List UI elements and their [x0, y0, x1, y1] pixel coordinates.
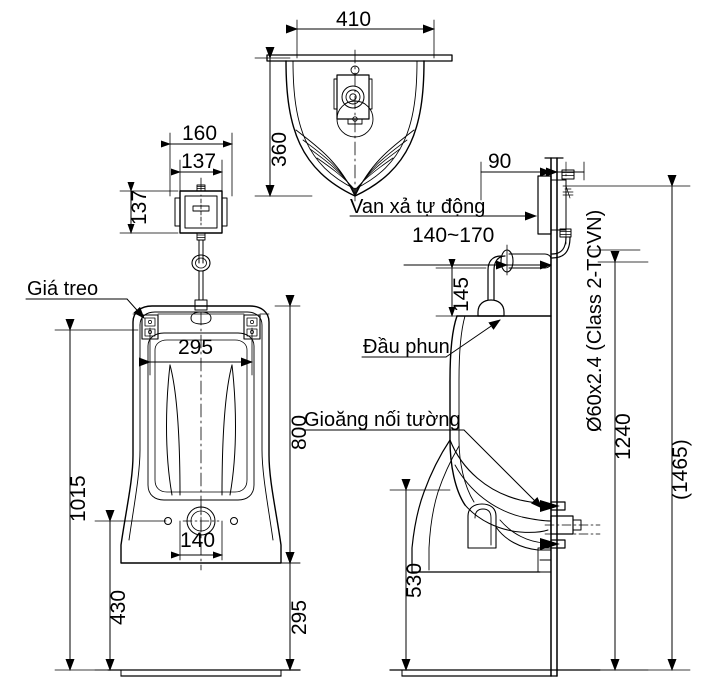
- dim-label-295-base: 295: [288, 599, 311, 635]
- dim-label-1465: (1465): [669, 439, 692, 500]
- dim-label-145: 145: [450, 276, 473, 312]
- dim-label-530: 530: [403, 562, 426, 598]
- dim-140: [171, 520, 223, 561]
- dim-label-140: 140: [180, 529, 216, 552]
- dim-295-base: [280, 552, 301, 671]
- callout-wall-gasket: Gioăng nối tường: [304, 409, 461, 431]
- side-valve-assembly: [537, 169, 575, 238]
- dim-label-1240: 1240: [612, 413, 635, 460]
- floor-line-front: [107, 669, 301, 677]
- front-view-geometry: [120, 305, 282, 564]
- leader-wall-gasket: [302, 429, 543, 509]
- callout-hanging-bracket: Giá treo: [27, 278, 99, 300]
- dim-160: [161, 132, 233, 197]
- outlet-centerline: [544, 524, 601, 535]
- dim-label-140-170: 140~170: [412, 224, 495, 247]
- spray-supply-pipe: [477, 236, 571, 317]
- side-bowl-profile: [411, 315, 552, 573]
- dim-140-170: [403, 244, 552, 276]
- dim-430: [94, 510, 167, 671]
- dim-label-1015: 1015: [67, 475, 90, 522]
- wall-section: [550, 157, 558, 677]
- dim-530: [389, 479, 451, 671]
- floor-line-side: [389, 669, 601, 677]
- dim-label-430: 430: [107, 589, 130, 625]
- dim-360: [254, 47, 313, 197]
- leader-spray-head: [361, 319, 501, 358]
- dim-label-360: 360: [268, 131, 291, 167]
- dim-90: [480, 157, 585, 201]
- dim-295-width: [139, 327, 253, 376]
- dim-label-160: 160: [182, 122, 218, 145]
- dim-145: [435, 259, 487, 317]
- dim-label-410: 410: [336, 8, 372, 31]
- drain-centerlines: [182, 504, 220, 539]
- callout-auto-flush-valve: Van xả tự động: [350, 196, 486, 218]
- dim-1465: [562, 175, 691, 671]
- callout-spray-head: Đầu phun: [363, 336, 450, 358]
- callout-pipe-spec: Ø60x2.4 (Class 2-TCVN): [584, 209, 606, 432]
- dim-label-137-height: 137: [128, 189, 151, 225]
- plan-view-geometry: [266, 54, 453, 197]
- dim-label-137-width: 137: [181, 150, 217, 173]
- dim-137-height: [119, 182, 179, 234]
- dim-label-90: 90: [488, 150, 512, 173]
- dim-410: [286, 19, 435, 59]
- dim-137-width: [171, 159, 223, 197]
- valve-front-detail: [174, 184, 228, 311]
- leader-hanging-bracket: [25, 298, 145, 319]
- dim-label-295-width: 295: [178, 336, 214, 359]
